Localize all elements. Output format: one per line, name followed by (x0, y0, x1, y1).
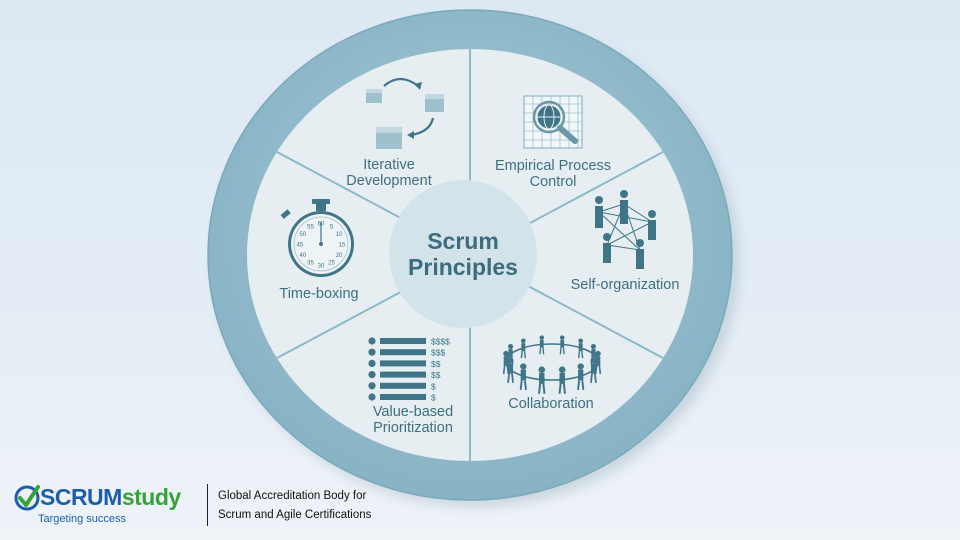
person-figure (502, 350, 510, 375)
segment-label-line: Self-organization (570, 277, 680, 293)
people-circle-icon (502, 335, 602, 394)
person-figure (590, 344, 597, 366)
list-bullet (368, 337, 376, 345)
list-bullet (368, 348, 376, 356)
stopwatch-number: 10 (336, 232, 343, 238)
segment-label-line: Development (346, 173, 432, 189)
list-price: $$ (431, 359, 441, 369)
segment-label-iterative: Iterative Development (294, 157, 484, 189)
list-bar (380, 338, 426, 344)
list-bullet (368, 371, 376, 379)
person-figure (559, 335, 565, 355)
person-figure (558, 366, 566, 394)
list-bullet (368, 393, 376, 401)
stopwatch-number: 50 (299, 232, 306, 238)
person-figure (520, 338, 526, 359)
logo-scrum: SCRUM (40, 484, 122, 510)
stopwatch-number: 25 (328, 261, 335, 267)
list-bar (380, 394, 426, 400)
segment-label-line: Control (529, 174, 577, 190)
stopwatch-number: 20 (336, 253, 343, 259)
list-bar (380, 360, 426, 367)
stopwatch-number: 55 (307, 224, 314, 230)
segment-label-line: Collaboration (508, 396, 594, 412)
logo-tagline: Targeting success (38, 513, 127, 525)
stopwatch-icon: 60510152025303540455055 (280, 199, 354, 277)
priority-list-icon: $$$$$$$$$$$$$ (368, 337, 450, 403)
segment-label-collaboration: Collaboration (456, 396, 646, 412)
iterative-cycle-icon (366, 77, 444, 149)
segment-label-empirical: Empirical Process Control (458, 158, 648, 190)
list-bullet (368, 359, 376, 367)
segment-label-line: Iterative (363, 157, 415, 173)
list-price: $ (431, 381, 436, 391)
person-figure (519, 363, 527, 390)
list-price: $$$$ (431, 337, 450, 347)
segment-label-value-based: Value-based Prioritization (318, 404, 508, 436)
list-bar (380, 382, 426, 389)
segment-label-line: Empirical Process (494, 158, 612, 174)
stopwatch-number: 40 (299, 253, 306, 259)
grid-magnifier-icon (523, 95, 583, 149)
stopwatch-number: 5 (330, 224, 334, 230)
person-figure (538, 366, 546, 394)
person-figure (578, 338, 584, 359)
title-line-1: Scrum (427, 228, 499, 254)
stopwatch-number: 45 (297, 243, 304, 249)
segment-label-line: Value-based (372, 404, 454, 420)
network-people-icon (595, 190, 656, 269)
list-price: $$$ (431, 348, 445, 358)
stopwatch-number: 15 (339, 243, 346, 249)
list-bullet (368, 382, 376, 390)
list-bar (380, 349, 426, 356)
list-price: $$ (431, 370, 441, 380)
segment-label-line: Prioritization (373, 420, 453, 436)
footer-divider (207, 484, 208, 526)
segment-label-line: Time-boxing (279, 286, 359, 302)
footer-line-1: Global Accreditation Body for (218, 490, 367, 502)
footer-line-2: Scrum and Agile Certifications (218, 509, 372, 521)
footer-accreditation: Global Accreditation Body for Scrum and … (218, 487, 371, 525)
segment-label-self-organization: Self-organization (530, 277, 720, 293)
segment-label-time-boxing: Time-boxing (224, 286, 414, 302)
list-price: $ (431, 393, 436, 403)
person-figure (539, 335, 545, 355)
title-line-2: Principles (408, 254, 518, 280)
logo-study: study (121, 484, 181, 510)
person-figure (507, 344, 514, 366)
logo-checkmark-icon (14, 485, 40, 511)
logo-wordmark: SCRUMstudy (40, 484, 181, 511)
diagram-title: Scrum Principles (388, 228, 538, 280)
person-figure (577, 363, 585, 390)
stopwatch-number: 35 (307, 261, 314, 267)
stopwatch-number: 30 (318, 264, 325, 270)
list-bar (380, 371, 426, 378)
center-circle (389, 180, 537, 328)
